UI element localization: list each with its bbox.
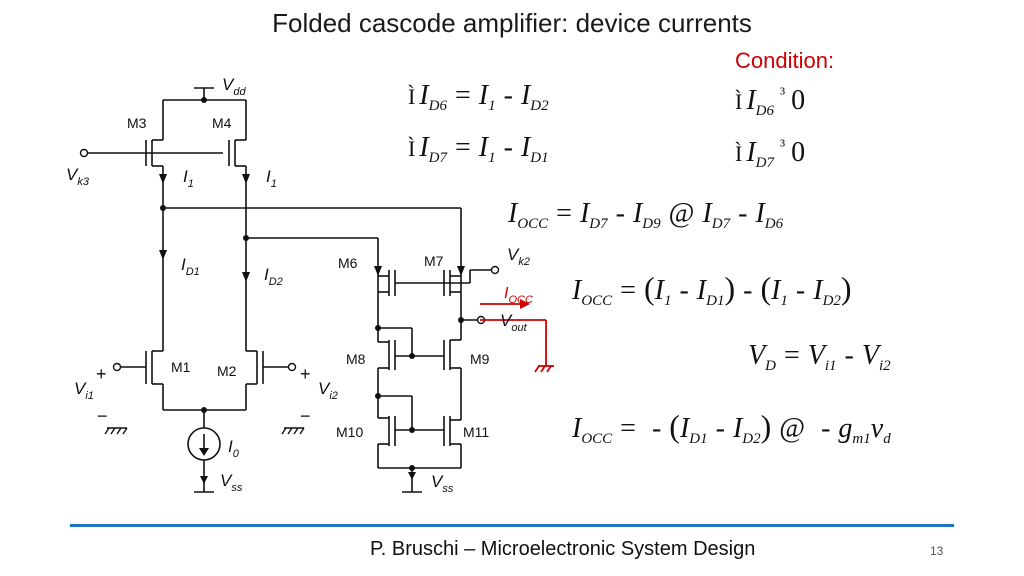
schematic-wires (86, 87, 492, 493)
vk3-label: Vk3 (66, 165, 90, 188)
slide-title: Folded cascode amplifier: device current… (272, 8, 752, 38)
id2-label: ID2 (264, 265, 283, 288)
equation-vd: VD=Vi1-Vi2 (748, 340, 891, 374)
m10-label: M10 (336, 424, 363, 440)
page-number: 13 (930, 544, 944, 558)
footer-text: P. Bruschi – Microelectronic System Desi… (370, 538, 756, 560)
system-brace-mark: Ì (408, 84, 416, 109)
ground-symbols (104, 427, 305, 435)
equation-iocc-definition: IOCC=ID7-ID9@ID7-ID6 (508, 198, 784, 232)
iocc-label: IOCC (504, 285, 533, 306)
i1-right-label: I1 (266, 167, 277, 190)
m3-label: M3 (127, 115, 147, 131)
iocc-path (480, 303, 554, 373)
equation-iocc-expanded: IOCC=(I1-ID1)-(I1-ID2) (572, 270, 852, 309)
system-brace-mark: Ì (735, 141, 743, 166)
vi2-label: Vi2 (318, 379, 338, 402)
m7-label: M7 (424, 253, 444, 269)
i0-label: I0 (228, 437, 240, 460)
vdd-label: Vdd (222, 75, 246, 98)
minus-left: − (97, 406, 108, 426)
terminal-circles (79, 148, 500, 372)
m9-label: M9 (470, 351, 490, 367)
vss-right-label: Vss (431, 472, 454, 495)
plus-right: + (300, 364, 311, 384)
equation-iocc-final: IOCC=-(ID1-ID2)@-gm1vd (572, 408, 891, 447)
m1-label: M1 (171, 359, 191, 375)
condition-label: Condition: (735, 48, 835, 73)
arrow-heads (159, 174, 465, 484)
junction-dots (160, 97, 464, 471)
m11-label: M11 (463, 424, 489, 440)
iocc-arrow (520, 299, 530, 309)
vi1-label: Vi1 (74, 379, 94, 402)
id1-label: ID1 (181, 255, 200, 278)
i1-left-label: I1 (183, 167, 194, 190)
system-brace-mark: Ì (408, 136, 416, 161)
plus-left: + (96, 364, 107, 384)
vout-label: Vout (500, 311, 528, 334)
minus-right: − (300, 406, 311, 426)
m4-label: M4 (212, 115, 232, 131)
m6-label: M6 (338, 255, 358, 271)
footer-divider (70, 524, 954, 527)
m2-label: M2 (217, 363, 237, 379)
system-brace-mark: Ì (735, 89, 743, 114)
vss-left-label: Vss (220, 471, 243, 494)
m8-label: M8 (346, 351, 366, 367)
vk2-label: Vk2 (507, 245, 530, 268)
